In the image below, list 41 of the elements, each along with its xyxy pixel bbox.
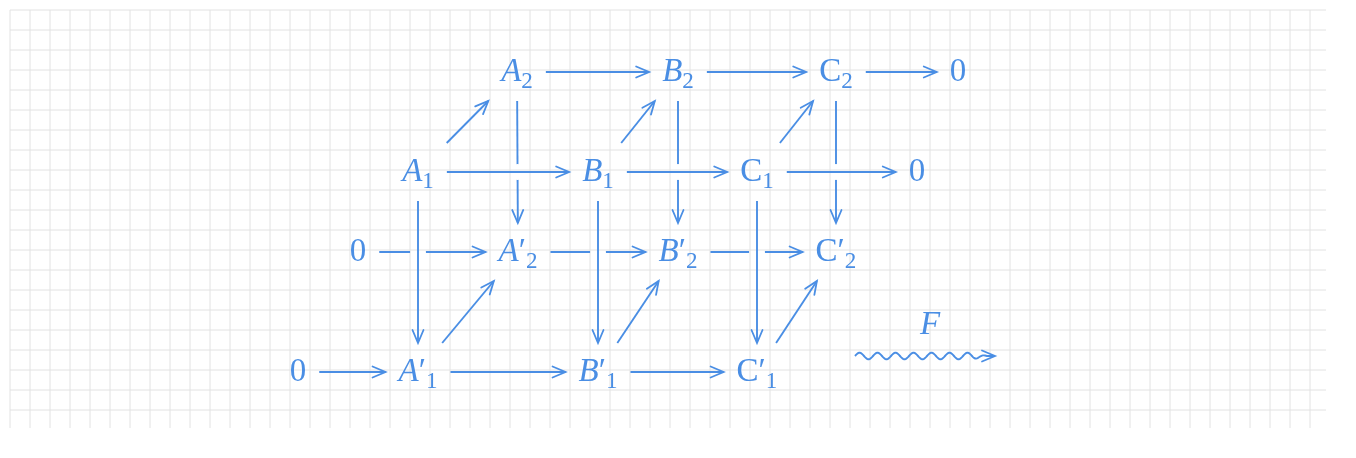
arrow — [411, 200, 425, 344]
math-object-label: B′$_{2}$ — [645, 223, 711, 281]
arrow — [318, 365, 387, 379]
math-object-label: C′$_{1}$ — [723, 343, 791, 401]
arrow — [864, 65, 938, 79]
arrow — [785, 165, 897, 179]
arrow — [705, 65, 808, 79]
arrow — [671, 100, 685, 224]
arrow — [775, 280, 818, 344]
arrow — [544, 65, 651, 79]
math-object-label: A′$_{1}$ — [385, 343, 451, 401]
arrow — [625, 165, 729, 179]
math-object-label: B′$_{1}$ — [565, 343, 631, 401]
arrow — [445, 165, 571, 179]
math-object-label: 0 — [936, 43, 980, 101]
math-object-label: A′$_{2}$ — [485, 223, 551, 281]
arrow — [549, 245, 647, 259]
arrow — [445, 100, 490, 144]
arrow — [778, 100, 815, 144]
math-object-label: C$_{1}$ — [727, 143, 787, 201]
arrow — [616, 280, 660, 344]
math-object-label: A$_{2}$ — [488, 43, 546, 101]
math-object-label: 0 — [276, 343, 320, 401]
math-object-label: C′$_{2}$ — [802, 223, 870, 281]
math-object-label: 0 — [895, 143, 939, 201]
math-object-label: B$_{2}$ — [649, 43, 707, 101]
arrow — [378, 245, 487, 259]
arrow — [449, 365, 567, 379]
arrow — [591, 200, 605, 344]
arrow — [829, 100, 843, 224]
math-object-label: 0 — [336, 223, 380, 281]
math-object-label: A$_{1}$ — [389, 143, 447, 201]
functor-label: F — [919, 306, 941, 340]
arrow — [441, 280, 495, 344]
arrow — [629, 365, 725, 379]
arrow — [709, 245, 804, 259]
arrow — [511, 100, 525, 224]
math-object-label: B$_{1}$ — [569, 143, 627, 201]
arrow — [750, 200, 764, 344]
arrow — [620, 100, 656, 144]
math-object-label: C$_{2}$ — [806, 43, 866, 101]
